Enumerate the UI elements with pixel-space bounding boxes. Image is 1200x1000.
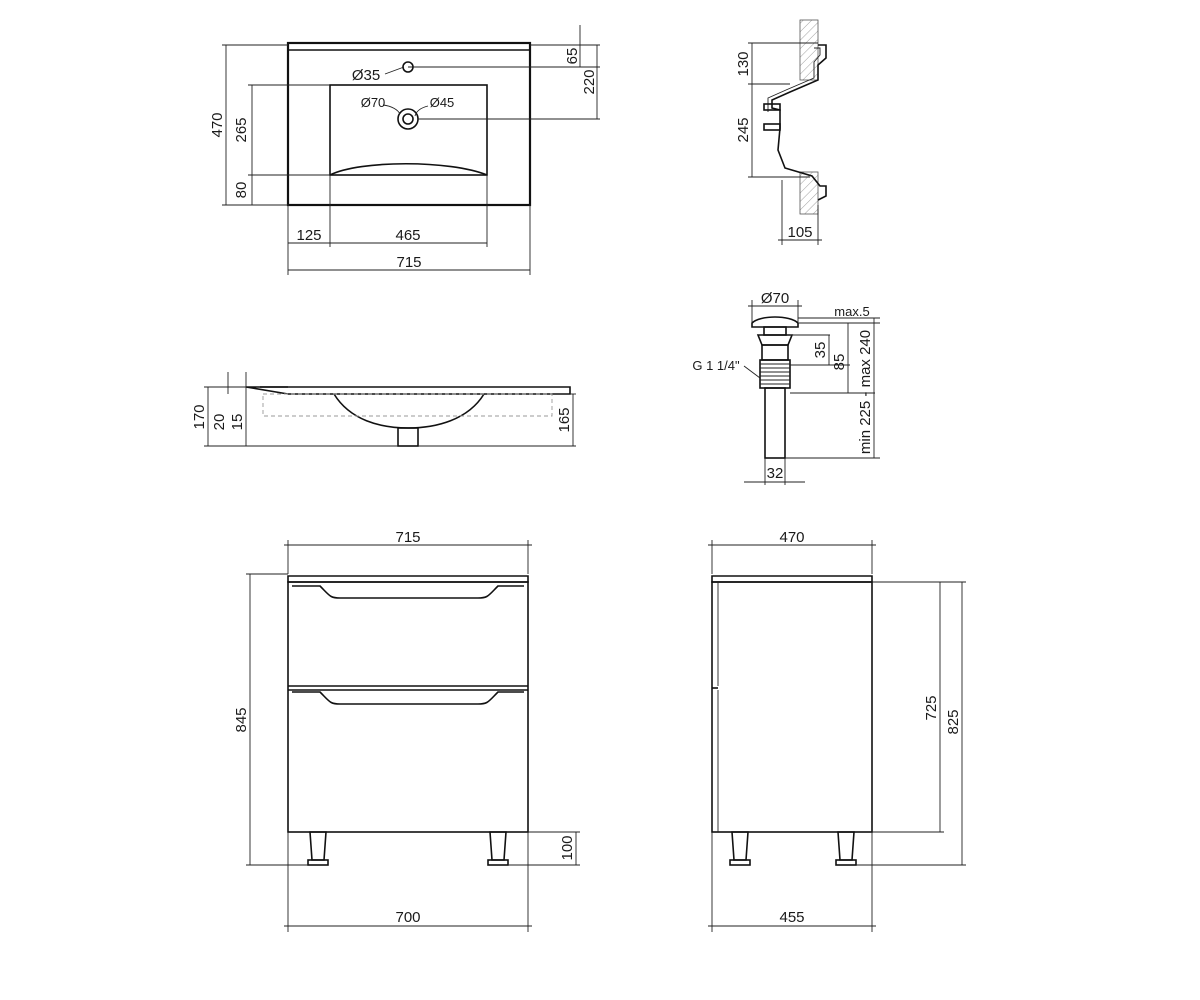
front-edge-height-label: 15	[229, 414, 246, 431]
side-body-depth-label: 455	[779, 909, 804, 926]
cabinet-body-width-label: 700	[395, 909, 420, 926]
cabinet-front-outline	[287, 575, 529, 833]
cabinet-front-view: 715 845 100 700	[233, 529, 580, 932]
drain-valve-dimension-lines	[743, 300, 880, 485]
basin-top-view: 470 265 80 65 220 125 465 715 Ø35 Ø70 Ø4…	[209, 25, 600, 275]
basin-section-view: 130 245 105	[735, 19, 827, 245]
cabinet-side-dimension-lines	[708, 540, 966, 932]
adjust-range-label: min 225 - max 240	[857, 330, 874, 454]
cabinet-side-view: 470 725 825 455	[708, 529, 966, 932]
basin-front-view: 170 20 15 165	[191, 372, 576, 447]
basin-front-dimension-lines	[204, 372, 576, 447]
cabinet-front-dimension-lines	[246, 540, 580, 932]
bowl-width-label: 465	[395, 227, 420, 244]
drain-valve-view: Ø70 max.5 G 1 1/4" 35 85 min 225 - max 2…	[692, 290, 880, 485]
basin-section-dimension-lines	[748, 42, 822, 245]
front-total-height-label: 170	[191, 404, 208, 429]
thread-size-label: G 1 1/4"	[692, 358, 740, 373]
cabinet-side-outline	[711, 575, 873, 833]
side-top-depth-label: 470	[779, 529, 804, 546]
bowl-depth-label: 265	[233, 117, 250, 142]
tap-hole-diameter-label: Ø35	[352, 67, 380, 84]
pipe-diameter-label: 32	[767, 465, 784, 482]
basin-width-label: 715	[396, 254, 421, 271]
bowl-left-offset-label: 125	[296, 227, 321, 244]
thread-lines	[760, 363, 790, 385]
cabinet-total-height-label: 845	[233, 707, 250, 732]
cap-diameter-label: Ø70	[761, 290, 789, 307]
drain-inner-diameter-label: Ø45	[430, 95, 455, 110]
tap-hole-offset-label: 65	[564, 48, 581, 65]
drain-outer-diameter-label: Ø70	[361, 95, 386, 110]
basin-top-dimension-lines	[222, 25, 600, 275]
body-height-2-label: 85	[831, 354, 848, 371]
section-top-height-label: 130	[735, 51, 752, 76]
cabinet-front-legs	[307, 831, 509, 866]
basin-depth-label: 470	[209, 112, 226, 137]
cabinet-side-legs	[729, 831, 857, 866]
wall-depth-label: 105	[787, 224, 812, 241]
front-rim-label: 80	[233, 182, 250, 199]
side-body-height-label: 725	[923, 695, 940, 720]
wall-hatch	[799, 19, 819, 215]
drain-offset-label: 220	[581, 69, 598, 94]
basin-section-outline	[763, 44, 827, 201]
max-cap-height-label: max.5	[834, 304, 869, 319]
section-bowl-height-label: 245	[735, 117, 752, 142]
front-rim-height-label: 20	[211, 414, 228, 431]
side-total-height-label: 825	[945, 709, 962, 734]
body-height-1-label: 35	[812, 342, 829, 359]
basin-front-outline	[245, 386, 571, 447]
cabinet-top-width-label: 715	[395, 529, 420, 546]
drain-valve-outline	[751, 316, 799, 459]
front-bowl-depth-label: 165	[556, 407, 573, 432]
leg-height-label: 100	[559, 835, 576, 860]
